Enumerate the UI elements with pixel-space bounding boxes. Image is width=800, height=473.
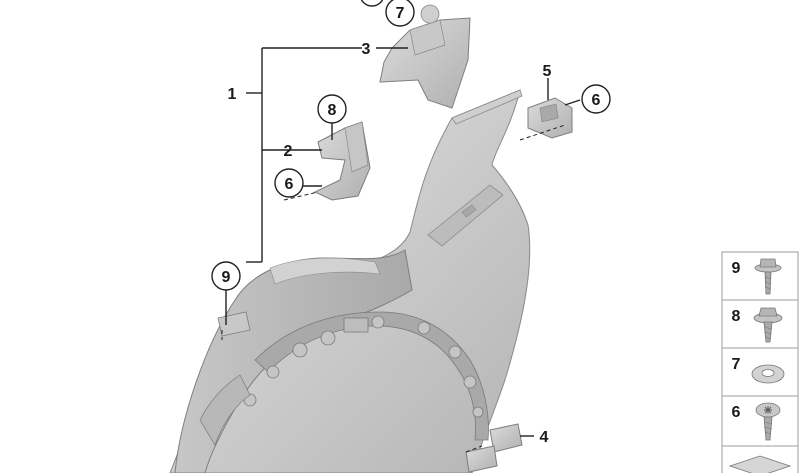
wheel-arch-liner xyxy=(174,249,489,473)
callout-8: 8 xyxy=(328,102,337,119)
callout-1: 1 xyxy=(228,86,237,103)
callout-3: 3 xyxy=(362,41,371,58)
legend-row-9: 9 xyxy=(721,251,799,301)
legend-number: 6 xyxy=(732,404,741,421)
callout-9: 9 xyxy=(222,269,231,286)
callout-6-right-circle xyxy=(581,84,611,114)
legend-number: 8 xyxy=(732,308,741,325)
flange-screw-icon xyxy=(753,307,783,343)
washer-icon xyxy=(751,364,785,384)
callouts: 1 2 3 4 5 6 6 7 8 9 xyxy=(211,0,611,446)
callout-9-circle xyxy=(211,261,241,291)
callout-5: 5 xyxy=(543,63,552,80)
callout-8-circle xyxy=(317,94,347,124)
cropped-callout-circle xyxy=(360,0,384,7)
legend-row-partial xyxy=(721,445,799,473)
bracket-part-5 xyxy=(527,97,573,139)
dashed-leaders xyxy=(221,124,566,453)
upper-bracket-part-3 xyxy=(379,4,471,109)
torx-screw-icon xyxy=(755,402,781,441)
callout-6-right: 6 xyxy=(592,92,601,109)
flange-bolt-icon xyxy=(754,258,782,295)
lower-plate-part-4 xyxy=(465,423,523,473)
fastener-legend-panel: 9 8 7 xyxy=(721,251,799,473)
callout-4: 4 xyxy=(540,429,549,446)
callout-2: 2 xyxy=(284,143,293,160)
callout-6-left: 6 xyxy=(285,176,294,193)
bracket-part-2 xyxy=(313,121,371,201)
legend-number: 9 xyxy=(732,260,741,277)
callout-7: 7 xyxy=(396,5,405,22)
callout-6-left-circle xyxy=(274,168,304,198)
legend-row-7: 7 xyxy=(721,347,799,397)
legend-row-6: 6 xyxy=(721,395,799,447)
callout-7-circle xyxy=(385,0,415,27)
legend-number: 7 xyxy=(732,356,741,373)
legend-row-8: 8 xyxy=(721,299,799,349)
leader-lines xyxy=(225,47,581,437)
